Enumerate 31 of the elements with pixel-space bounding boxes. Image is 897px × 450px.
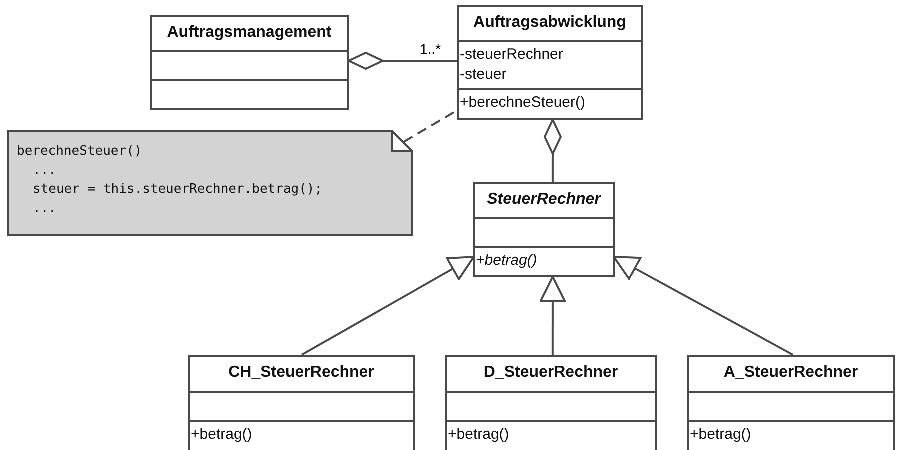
class-name: SteuerRechner xyxy=(487,190,601,210)
aggregation-line xyxy=(544,119,562,182)
class-box xyxy=(457,5,643,120)
class-name: D_SteuerRechner xyxy=(484,363,618,383)
class-name: A_SteuerRechner xyxy=(724,363,858,383)
code-line: steuer = this.steuerRechner.betrag(); xyxy=(33,181,323,199)
class-box xyxy=(150,15,349,110)
aggregation-line xyxy=(348,52,457,70)
attribute-text: -steuer xyxy=(460,65,507,85)
inheritance-arrow xyxy=(301,256,475,356)
method-text: +betrag() xyxy=(476,251,538,271)
class-box xyxy=(473,182,615,277)
note-box xyxy=(7,130,413,236)
method-text: +betrag() xyxy=(448,425,510,445)
method-text: +berechneSteuer() xyxy=(460,93,586,113)
multiplicity-label: 1..* xyxy=(420,42,442,57)
inheritance-arrow xyxy=(613,256,794,356)
class-box xyxy=(445,355,657,450)
class-box xyxy=(188,355,415,450)
inheritance-arrow xyxy=(540,276,566,355)
attribute-text: -steuerRechner xyxy=(460,45,564,65)
class-name: Auftragsabwicklung xyxy=(474,13,626,33)
method-text: +betrag() xyxy=(191,425,252,445)
code-line: ... xyxy=(33,200,56,218)
class-name: Auftragsmanagement xyxy=(167,23,332,43)
class-box xyxy=(687,355,895,450)
method-text: +betrag() xyxy=(690,425,752,445)
code-line: ... xyxy=(33,162,56,180)
code-line: berechneSteuer() xyxy=(17,143,142,161)
note-connector xyxy=(404,110,458,143)
class-name: CH_SteuerRechner xyxy=(228,363,374,383)
